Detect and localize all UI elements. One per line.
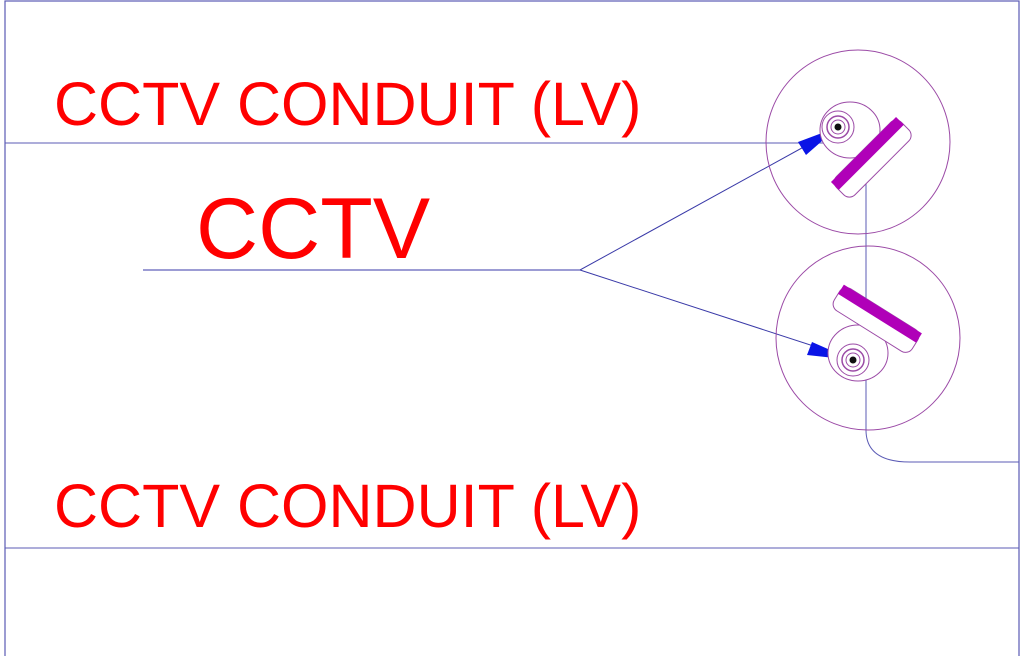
cctv-camera-icon (765, 49, 951, 235)
leader-line (143, 137, 836, 354)
top-conduit-label: CCTV CONDUIT (LV) (54, 70, 641, 138)
cctv-camera-icon (775, 245, 961, 431)
cctv-device-label: CCTV (196, 181, 430, 277)
drawing-frame (4, 0, 1020, 656)
bottom-conduit-label: CCTV CONDUIT (LV) (54, 472, 641, 540)
